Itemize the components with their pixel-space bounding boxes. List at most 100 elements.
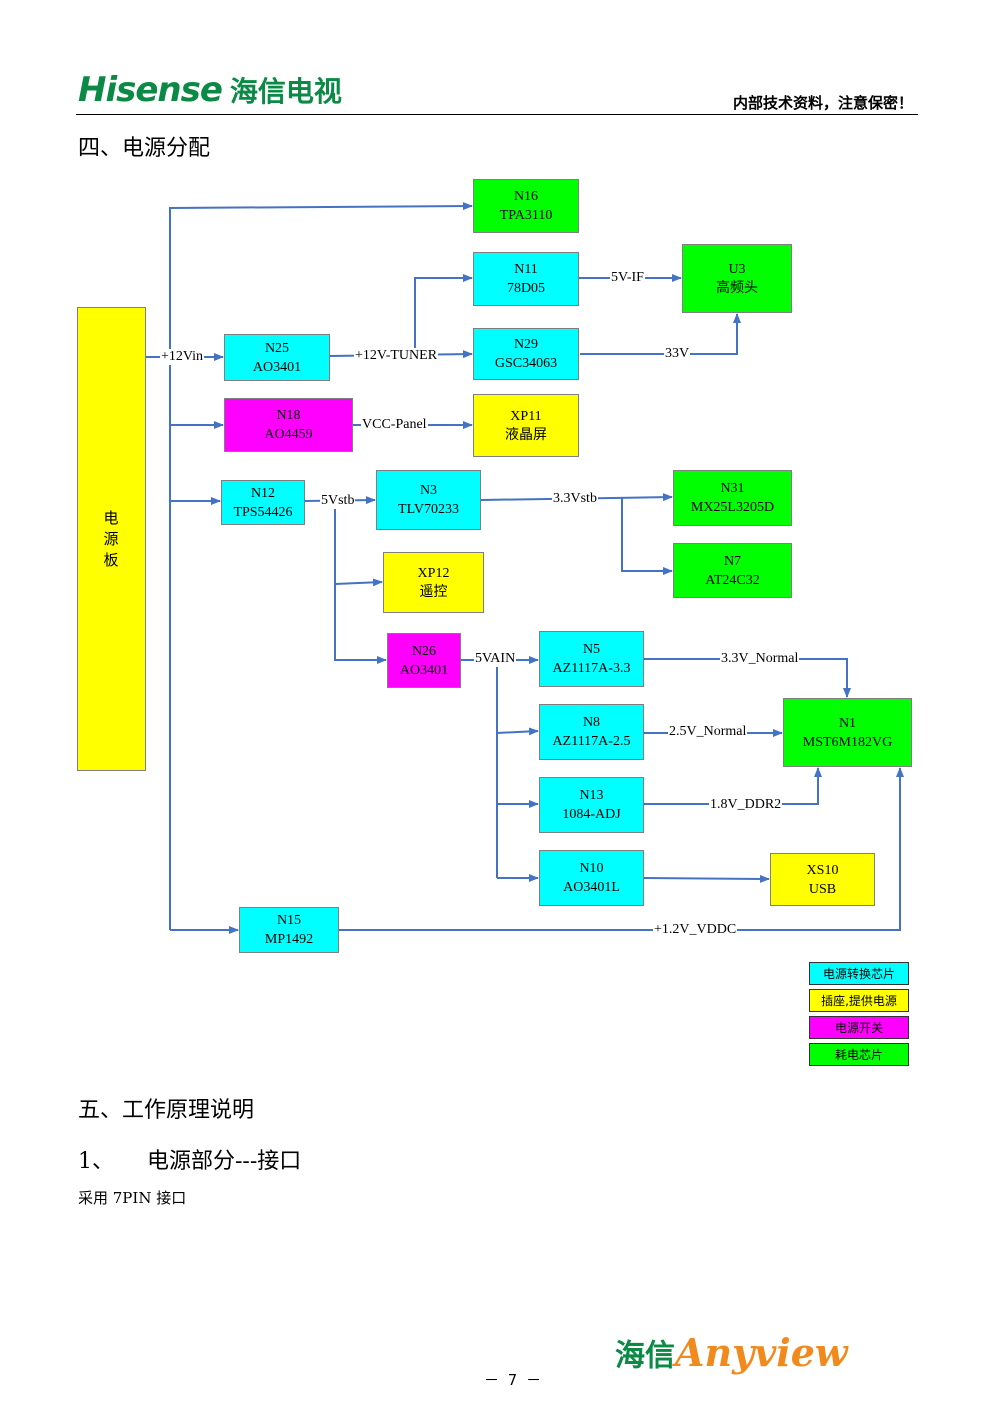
label-12v-tuner: +12V-TUNER	[354, 348, 439, 364]
node-n15: N15 MP1492	[239, 907, 339, 953]
node-ref: N25	[264, 340, 290, 356]
node-n31: N31 MX25L3205D	[673, 470, 792, 526]
label-12vin: +12Vin	[160, 349, 205, 365]
line-to-n11	[414, 274, 473, 356]
node-part: AO3401L	[563, 880, 620, 895]
legend-power-switch: 电源开关	[809, 1016, 909, 1039]
footer-brand-en: Anyview	[675, 1330, 848, 1375]
subsection-title: 电源部分---接口	[147, 1149, 302, 1174]
node-ref: XS10	[806, 862, 839, 878]
line-to-n7	[621, 498, 673, 575]
node-part: 1084-ADJ	[562, 807, 621, 822]
subsection-number: 1、	[78, 1149, 114, 1174]
node-xp11: XP11 液晶屏	[473, 394, 579, 457]
body-paragraph: 采用 7PIN 接口	[78, 1189, 187, 1207]
node-n13: N13 1084-ADJ	[539, 777, 644, 833]
node-n29: N29 GSC34063	[473, 328, 579, 380]
node-part: 液晶屏	[505, 427, 547, 443]
node-part: TLV70233	[398, 502, 459, 517]
label-5v-if: 5V-IF	[610, 270, 645, 286]
node-n11: N11 78D05	[473, 252, 579, 306]
legend-socket: 插座,提供电源	[809, 989, 909, 1012]
line-to-xp12	[334, 578, 383, 587]
node-n5: N5 AZ1117A-3.3	[539, 631, 644, 687]
node-part: USB	[808, 881, 837, 897]
power-board-label: 电源板	[101, 508, 121, 571]
node-ref: N3	[419, 483, 438, 498]
node-n12: N12 TPS54426	[221, 480, 305, 525]
node-part: AO3401	[399, 662, 449, 678]
node-n1: N1 MST6M182VG	[783, 698, 912, 767]
header-divider	[76, 114, 918, 115]
line-to-n8	[496, 727, 539, 736]
node-n25: N25 AO3401	[224, 334, 330, 381]
label-5vain: 5VAIN	[474, 651, 517, 667]
node-part: AT24C32	[705, 572, 760, 588]
label-2-5v-normal: 2.5V_Normal	[668, 724, 748, 740]
label-3-3vstb: 3.3Vstb	[552, 491, 598, 507]
node-part: MX25L3205D	[690, 500, 775, 515]
section-5-title: 五、工作原理说明	[78, 1098, 255, 1123]
page-number: － 7 －	[484, 1371, 542, 1389]
node-part: AO4459	[264, 427, 313, 442]
anyview-logo: 海信Anyview	[615, 1330, 848, 1375]
node-part: TPA3110	[499, 208, 553, 223]
power-board-text: 电源板	[103, 509, 119, 569]
confidential-note: 内部技术资料，注意保密！	[732, 94, 913, 112]
node-part: 78D05	[506, 281, 546, 296]
node-ref: U3	[728, 261, 746, 277]
brand-name-cn: 海信电视	[229, 75, 342, 108]
line-n29-u3	[580, 313, 741, 355]
power-board-box	[77, 307, 146, 771]
node-n10: N10 AO3401L	[539, 850, 644, 906]
trunk-12v	[169, 202, 473, 930]
node-ref: N29	[513, 337, 539, 352]
node-ref: XP12	[417, 565, 450, 581]
node-ref: N15	[276, 913, 302, 928]
node-ref: N12	[250, 485, 276, 501]
node-ref: N5	[582, 642, 601, 657]
label-3-3v-normal: 3.3V_Normal	[720, 651, 800, 667]
node-ref: N13	[579, 788, 604, 803]
connector-lines	[146, 202, 904, 934]
section-4-title: 四、电源分配	[78, 136, 211, 161]
node-xp12: XP12 遥控	[383, 552, 484, 613]
line-n13-n1	[644, 767, 822, 805]
node-part: AZ1117A-2.5	[552, 734, 631, 749]
label-1-8v-ddr2: 1.8V_DDR2	[709, 797, 783, 813]
node-part: AZ1117A-3.3	[552, 661, 631, 676]
legend-power-converter: 电源转换芯片	[809, 962, 909, 985]
node-n16: N16 TPA3110	[473, 179, 579, 233]
node-n7: N7 AT24C32	[673, 543, 792, 598]
node-ref: N1	[838, 715, 857, 731]
node-ref: XP11	[510, 408, 542, 424]
node-ref: N26	[411, 643, 437, 659]
node-n26: N26 AO3401	[387, 633, 461, 688]
label-1-2v-vddc: +1.2V_VDDC	[653, 922, 738, 938]
node-ref: N18	[276, 408, 301, 423]
node-ref: N8	[582, 715, 601, 730]
node-n8: N8 AZ1117A-2.5	[539, 704, 644, 760]
node-ref: N16	[513, 189, 539, 204]
line-n10-xs10	[643, 874, 770, 883]
node-n18: N18 AO4459	[224, 398, 353, 452]
node-part: GSC34063	[494, 356, 558, 371]
node-part: 高频头	[716, 280, 758, 296]
label-5vstb: 5Vstb	[320, 493, 356, 509]
line-n15-n1	[339, 767, 904, 931]
line-n5-n1	[644, 658, 851, 698]
node-ref: N10	[579, 861, 604, 876]
node-ref: N11	[514, 262, 538, 277]
node-ref: N7	[723, 553, 742, 569]
node-part: MST6M182VG	[802, 734, 893, 750]
label-33v: 33V	[664, 346, 691, 362]
node-part: AO3401	[252, 359, 302, 375]
node-xs10: XS10 USB	[770, 853, 875, 906]
label-vcc-panel: VCC-Panel	[361, 417, 428, 433]
node-part: 遥控	[419, 584, 448, 600]
footer-brand-cn: 海信	[615, 1338, 675, 1374]
node-u3: U3 高频头	[682, 244, 792, 313]
legend-load-chip: 耗电芯片	[809, 1043, 909, 1066]
node-n3: N3 TLV70233	[376, 470, 481, 530]
